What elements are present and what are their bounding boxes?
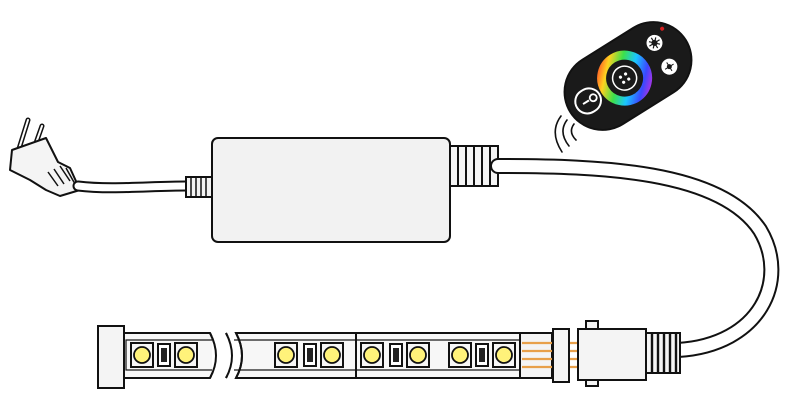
rgb-color-wheel-remote-icon <box>563 21 693 131</box>
eu-plug-icon <box>9 117 81 197</box>
led-chips <box>130 342 516 368</box>
led-chip <box>451 346 469 364</box>
four-pin-connector-icon <box>519 320 681 387</box>
connector-pins <box>522 341 580 369</box>
led-strip-icon <box>97 325 553 389</box>
led-chip <box>133 346 151 364</box>
led-chip <box>177 346 195 364</box>
led-chip <box>495 346 513 364</box>
output-cable <box>490 158 780 358</box>
color-wheel <box>597 50 653 106</box>
resistor-body <box>393 348 399 362</box>
strip-end-cap <box>97 325 125 389</box>
resistor-body <box>479 348 485 362</box>
led-chip <box>409 346 427 364</box>
adapter-box-icon <box>211 137 451 243</box>
resistor-body <box>307 348 313 362</box>
mains-cable <box>72 180 192 194</box>
remote-indicator-light <box>660 26 665 31</box>
led-chip <box>277 346 295 364</box>
led-chip <box>323 346 341 364</box>
adapter-input-strain-relief <box>185 176 213 198</box>
rf-signal-icon <box>554 115 577 153</box>
dots-icon <box>618 72 631 84</box>
resistor-body <box>161 348 167 362</box>
led-chip <box>363 346 381 364</box>
sun-icon <box>646 34 678 75</box>
power-toggle-icon <box>574 87 602 115</box>
